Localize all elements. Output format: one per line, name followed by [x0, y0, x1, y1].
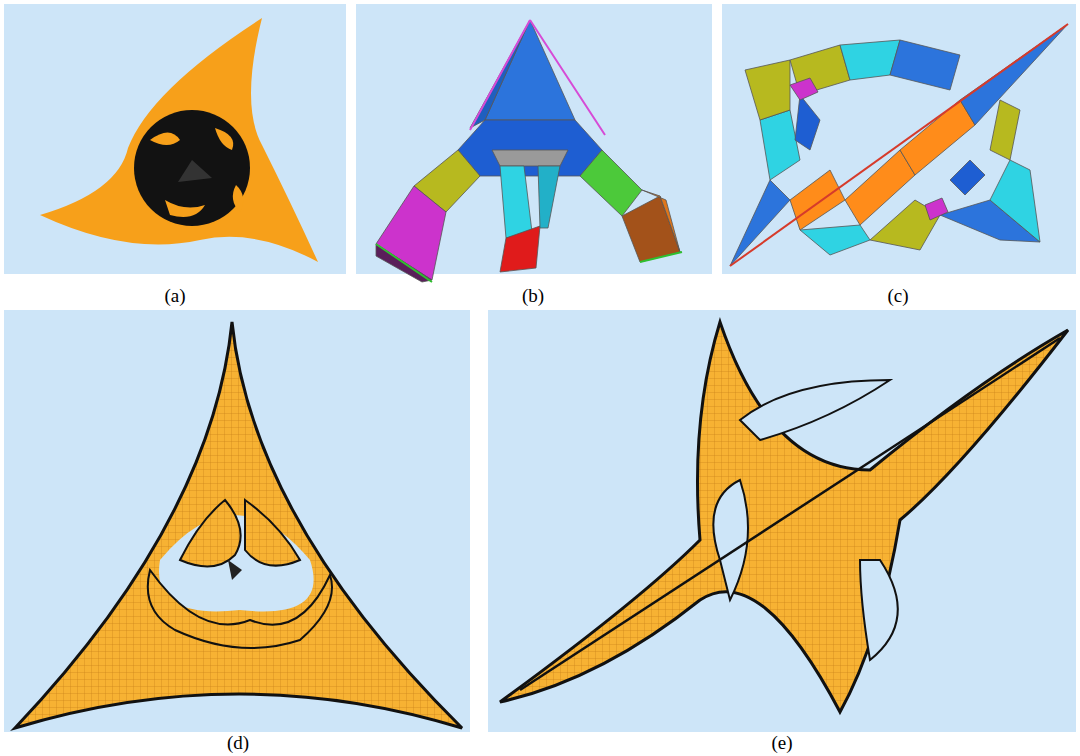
- panel-label: (b): [522, 285, 544, 307]
- panel-label: (c): [887, 285, 908, 307]
- panel-ground: [4, 310, 470, 732]
- panel-label: (d): [227, 732, 249, 754]
- panel-ground: [4, 4, 346, 274]
- panel-label: (e): [771, 732, 792, 754]
- polycube-render: [376, 20, 682, 282]
- panel-ground: [488, 310, 1076, 732]
- panel-ground: [722, 4, 1076, 274]
- polycube-render: [730, 24, 1068, 266]
- panel-label: (a): [164, 285, 185, 307]
- mesh-surface: [500, 322, 1068, 712]
- mesh-surface: [15, 322, 462, 728]
- surface-render: [40, 18, 318, 262]
